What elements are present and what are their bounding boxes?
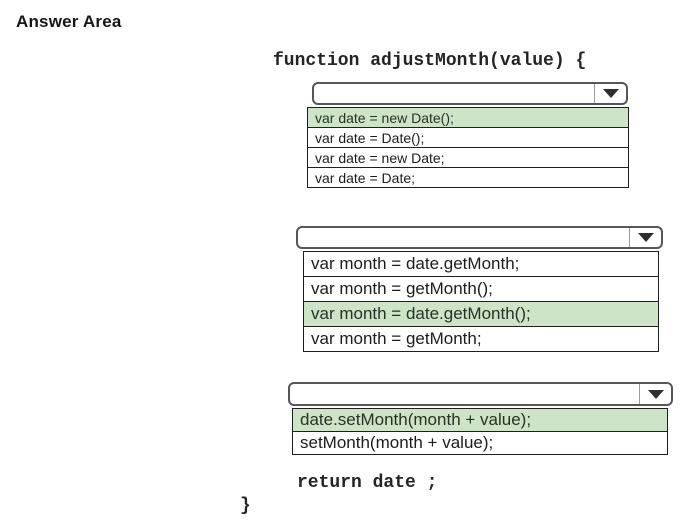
dropdown-set-month-call-arrow-button[interactable] [639, 384, 671, 404]
dropdown-month-assignment[interactable] [296, 226, 663, 249]
dropdown-date-declaration-arrow-button[interactable] [594, 84, 626, 103]
option-item[interactable]: var month = date.getMonth(); [304, 302, 658, 327]
dropdown-set-month-call[interactable] [288, 382, 673, 406]
dropdown-date-declaration[interactable] [312, 82, 628, 105]
code-closing-brace: } [240, 496, 251, 516]
options-list-set-month-call: date.setMonth(month + value); setMonth(m… [292, 408, 668, 455]
dropdown-date-declaration-value [314, 84, 594, 103]
option-item[interactable]: var date = new Date; [308, 148, 628, 168]
dropdown-set-month-call-value [290, 384, 639, 404]
chevron-down-icon [637, 233, 654, 242]
page-title: Answer Area [16, 12, 122, 31]
dropdown-month-assignment-arrow-button[interactable] [629, 228, 661, 247]
code-return-line: return date ; [297, 473, 438, 493]
options-list-date-declaration: var date = new Date(); var date = Date()… [307, 107, 629, 188]
options-list-month-assignment: var month = date.getMonth; var month = g… [303, 251, 659, 352]
option-item[interactable]: var date = Date(); [308, 128, 628, 148]
option-item[interactable]: var date = new Date(); [308, 108, 628, 128]
option-item[interactable]: var month = getMonth; [304, 327, 658, 351]
dropdown-month-assignment-value [298, 228, 629, 247]
option-item[interactable]: date.setMonth(month + value); [293, 409, 667, 432]
option-item[interactable]: var month = getMonth(); [304, 277, 658, 302]
code-function-line: function adjustMonth(value) { [273, 51, 587, 71]
chevron-down-icon [647, 389, 664, 399]
option-item[interactable]: var date = Date; [308, 168, 628, 187]
chevron-down-icon [602, 89, 619, 98]
option-item[interactable]: setMonth(month + value); [293, 432, 667, 454]
option-item[interactable]: var month = date.getMonth; [304, 252, 658, 277]
